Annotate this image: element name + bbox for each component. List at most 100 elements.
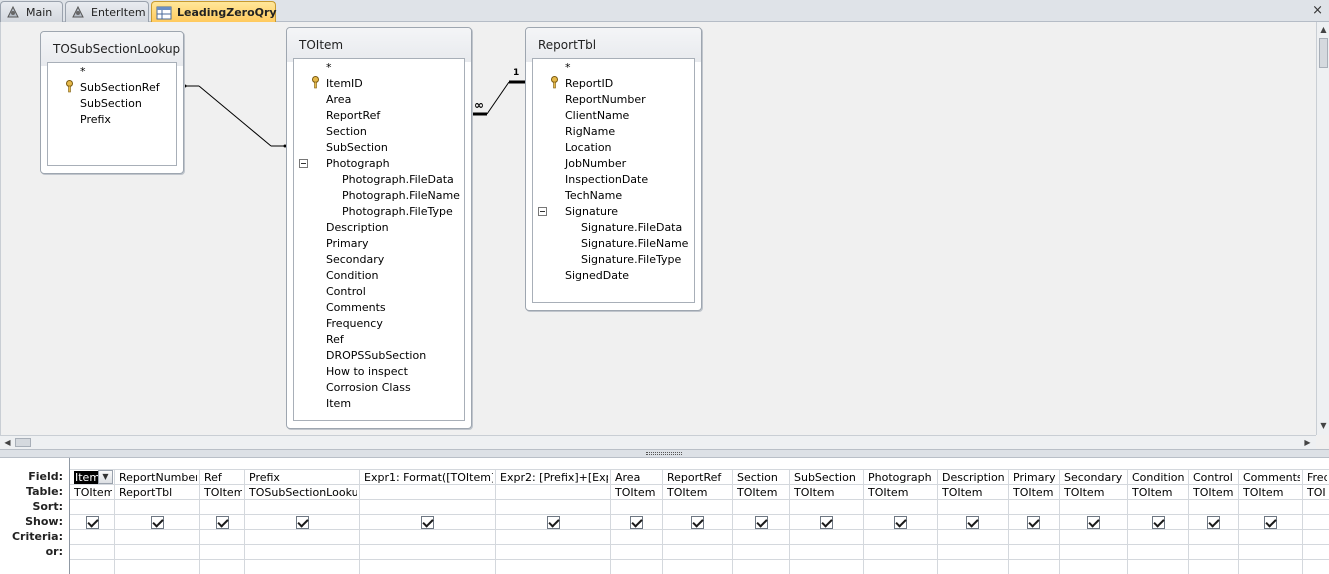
show-checkbox[interactable] bbox=[1152, 516, 1165, 529]
dropdown-arrow-icon[interactable]: ▼ bbox=[98, 470, 113, 484]
grid-column[interactable]: SubSection TOItem bbox=[790, 469, 864, 574]
query-design-grid[interactable]: Field: Table: Sort: Show: Criteria: or: … bbox=[0, 458, 1329, 574]
field-item[interactable]: ReportRef bbox=[326, 109, 381, 122]
show-checkbox[interactable] bbox=[966, 516, 979, 529]
table-cell[interactable]: TOSubSectionLookup bbox=[249, 486, 357, 499]
scroll-left-icon[interactable]: ◀ bbox=[4, 438, 11, 447]
table-header[interactable]: ReportTbl bbox=[526, 28, 701, 62]
show-checkbox[interactable] bbox=[421, 516, 434, 529]
field-item[interactable]: ItemID bbox=[326, 77, 363, 90]
table-cell[interactable]: TOItem bbox=[1013, 486, 1054, 499]
field-item[interactable]: Photograph bbox=[326, 157, 390, 170]
table-cell[interactable]: TOItem bbox=[1132, 486, 1173, 499]
grid-column[interactable]: Condition TOItem bbox=[1128, 469, 1189, 574]
grid-column[interactable]: ReportRef TOItem bbox=[663, 469, 733, 574]
field-cell[interactable]: Condition bbox=[1132, 471, 1185, 484]
field-item[interactable]: DROPSSubSection bbox=[326, 349, 427, 362]
show-checkbox[interactable] bbox=[1264, 516, 1277, 529]
scroll-right-icon[interactable]: ▶ bbox=[1304, 438, 1311, 447]
field-cell[interactable]: Control bbox=[1193, 471, 1233, 484]
field-item[interactable]: JobNumber bbox=[565, 157, 627, 170]
horizontal-scrollbar[interactable]: ◀ ▶ bbox=[0, 435, 1316, 449]
field-item[interactable]: Signature.FileData bbox=[581, 221, 683, 234]
field-item[interactable]: Primary bbox=[326, 237, 369, 250]
close-tab-button[interactable]: × bbox=[1312, 3, 1323, 18]
field-cell[interactable]: Section bbox=[737, 471, 778, 484]
field-item[interactable]: Area bbox=[326, 93, 352, 106]
grid-column[interactable]: Prefix TOSubSectionLookup bbox=[245, 469, 360, 574]
grid-column[interactable]: Freq TOI bbox=[1303, 469, 1329, 574]
field-list[interactable]: * SubSectionRef SubSection Prefix bbox=[47, 62, 177, 166]
field-item[interactable]: SubSection bbox=[326, 141, 388, 154]
field-item[interactable]: Location bbox=[565, 141, 612, 154]
field-cell[interactable]: Expr1: Format([TOItem]![Re bbox=[364, 471, 493, 484]
field-item[interactable]: RigName bbox=[565, 125, 616, 138]
field-item[interactable]: Ref bbox=[326, 333, 344, 346]
table-cell[interactable] bbox=[500, 485, 608, 500]
field-cell[interactable]: Item bbox=[74, 471, 102, 484]
field-cell[interactable]: Secondary bbox=[1064, 471, 1123, 484]
query-design-pane[interactable]: ∞ 1 TOSubSectionLookup * SubSectionRef S… bbox=[0, 22, 1316, 435]
field-cell[interactable]: Comments bbox=[1243, 471, 1300, 484]
field-cell[interactable]: ReportNumber bbox=[119, 471, 197, 484]
field-cell[interactable]: Primary bbox=[1013, 471, 1056, 484]
field-item[interactable]: Condition bbox=[326, 269, 379, 282]
splitter-grip[interactable] bbox=[646, 452, 682, 455]
field-cell[interactable]: Ref bbox=[204, 471, 222, 484]
field-cell[interactable]: Prefix bbox=[249, 471, 280, 484]
pane-splitter[interactable] bbox=[0, 449, 1329, 458]
table-cell[interactable]: TOItem bbox=[868, 486, 909, 499]
show-checkbox[interactable] bbox=[1207, 516, 1220, 529]
field-item[interactable]: InspectionDate bbox=[565, 173, 649, 186]
scroll-thumb[interactable] bbox=[15, 438, 31, 447]
scroll-up-icon[interactable]: ▲ bbox=[1320, 25, 1327, 34]
table-cell[interactable]: TOItem bbox=[615, 486, 656, 499]
field-item[interactable]: Signature.FileName bbox=[581, 237, 689, 250]
scroll-down-icon[interactable]: ▼ bbox=[1320, 421, 1327, 430]
grid-column[interactable]: Description TOItem bbox=[938, 469, 1009, 574]
field-item[interactable]: TechName bbox=[565, 189, 623, 202]
tab-main[interactable]: Main bbox=[0, 1, 63, 22]
table-cell[interactable]: TOItem bbox=[1243, 486, 1284, 499]
grid-column[interactable]: Primary TOItem bbox=[1009, 469, 1060, 574]
table-cell[interactable]: TOI bbox=[1307, 486, 1326, 499]
field-item[interactable]: Frequency bbox=[326, 317, 383, 330]
table-cell[interactable]: TOItem bbox=[1064, 486, 1105, 499]
grid-column[interactable]: Secondary TOItem bbox=[1060, 469, 1128, 574]
grid-column[interactable]: Expr2: [Prefix]+[Expr1] bbox=[496, 469, 611, 574]
field-cell[interactable]: ReportRef bbox=[667, 471, 722, 484]
field-item[interactable]: Signature.FileType bbox=[581, 253, 682, 266]
table-cell[interactable]: TOItem bbox=[74, 486, 112, 499]
show-checkbox[interactable] bbox=[894, 516, 907, 529]
grid-column[interactable]: Ref TOItem bbox=[200, 469, 245, 574]
field-item[interactable]: Secondary bbox=[326, 253, 385, 266]
field-item[interactable]: Control bbox=[326, 285, 366, 298]
field-item[interactable]: SignedDate bbox=[565, 269, 630, 282]
field-item[interactable]: Photograph.FileName bbox=[342, 189, 460, 202]
show-checkbox[interactable] bbox=[1087, 516, 1100, 529]
table-cell[interactable]: TOItem bbox=[942, 486, 983, 499]
show-checkbox[interactable] bbox=[151, 516, 164, 529]
show-checkbox[interactable] bbox=[755, 516, 768, 529]
field-cell[interactable]: Photograph bbox=[868, 471, 932, 484]
grid-column[interactable]: Comments TOItem bbox=[1239, 469, 1303, 574]
field-cell[interactable]: Area bbox=[615, 471, 641, 484]
table-cell[interactable]: ReportTbl bbox=[119, 486, 173, 499]
field-item[interactable]: Comments bbox=[326, 301, 386, 314]
field-cell[interactable]: Freq bbox=[1307, 471, 1327, 484]
field-item[interactable]: Signature bbox=[565, 205, 619, 218]
field-item[interactable]: Item bbox=[326, 397, 352, 410]
field-item[interactable]: Photograph.FileData bbox=[342, 173, 454, 186]
field-item[interactable]: SubSectionRef bbox=[80, 81, 160, 94]
table-cell[interactable] bbox=[364, 485, 493, 500]
show-checkbox[interactable] bbox=[296, 516, 309, 529]
field-cell[interactable]: Expr2: [Prefix]+[Expr1] bbox=[500, 471, 608, 484]
scroll-thumb[interactable] bbox=[1319, 38, 1328, 68]
grid-column[interactable]: Control TOItem bbox=[1189, 469, 1239, 574]
field-item[interactable]: ReportID bbox=[565, 77, 614, 90]
show-checkbox[interactable] bbox=[630, 516, 643, 529]
field-item[interactable]: SubSection bbox=[80, 97, 142, 110]
table-cell[interactable]: TOItem bbox=[1193, 486, 1234, 499]
field-item[interactable]: Description bbox=[326, 221, 389, 234]
field-cell[interactable]: Description bbox=[942, 471, 1005, 484]
